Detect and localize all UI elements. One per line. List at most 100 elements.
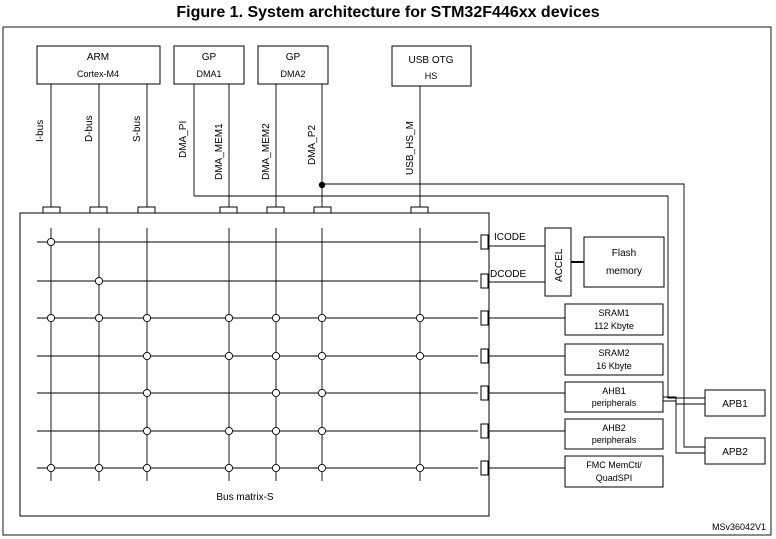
port-dbus xyxy=(89,206,108,214)
bus-matrix-label: Bus matrix-S xyxy=(216,492,274,503)
ahb2-line2: peripherals xyxy=(592,435,637,445)
node-dma-mem2-sram1 xyxy=(271,313,281,323)
node-dma-mem1-sram1 xyxy=(224,313,234,323)
port-ahb2 xyxy=(480,423,489,439)
dma-p2-junction-dot xyxy=(318,181,326,189)
sram1-box xyxy=(564,303,664,336)
node-dbus-sram1 xyxy=(94,313,104,323)
port-ahb1 xyxy=(480,385,489,401)
bus-label-dbus: D-bus xyxy=(84,115,95,142)
node-dma-mem1-fmc xyxy=(224,463,234,473)
fmc-line1: FMC MemCtl/ xyxy=(586,460,642,470)
node-sbus-sram1 xyxy=(142,313,152,323)
bus-label-usb-hs-m: USB_HS_M xyxy=(405,121,416,175)
node-dma-mem1-sram2 xyxy=(224,351,234,361)
outer-frame xyxy=(2,26,772,536)
node-dma-p2-ahb2 xyxy=(317,426,327,436)
port-sram2 xyxy=(480,348,489,364)
node-ibus-sram1 xyxy=(46,313,56,323)
port-sbus xyxy=(137,206,156,214)
port-dcode xyxy=(480,273,489,289)
port-dma-mem2 xyxy=(266,206,285,214)
dma1-line1: GP xyxy=(202,52,217,63)
dma2-line2: DMA2 xyxy=(280,69,305,79)
cortex-m4-box xyxy=(36,45,161,85)
apb1-box xyxy=(704,389,766,417)
figure-title: Figure 1. System architecture for STM32F… xyxy=(176,4,600,21)
node-usb-sram2 xyxy=(415,351,425,361)
node-dma-p2-ahb1 xyxy=(317,388,327,398)
fmc-line2: QuadSPI xyxy=(596,473,633,483)
node-ibus-fmc xyxy=(46,463,56,473)
sram2-box xyxy=(564,343,664,376)
dma2-box xyxy=(257,45,329,85)
cortex-m4-line2: Cortex-M4 xyxy=(77,69,119,79)
port-icode xyxy=(480,234,489,250)
dma2-line1: GP xyxy=(286,52,301,63)
ahb1-line2: peripherals xyxy=(592,398,637,408)
dma-p2-to-apb2-line xyxy=(322,183,705,448)
sram1-line2: 112 Kbyte xyxy=(594,321,634,331)
usb-otg-line1: USB OTG xyxy=(408,55,453,66)
port-sram1 xyxy=(480,310,489,326)
node-dbus-fmc xyxy=(94,463,104,473)
node-dma-p2-sram1 xyxy=(317,313,327,323)
node-sbus-ahb2 xyxy=(142,426,152,436)
sram2-line1: SRAM2 xyxy=(598,348,629,358)
node-sbus-ahb1 xyxy=(142,388,152,398)
node-dma-mem2-ahb1 xyxy=(271,388,281,398)
sram2-line2: 16 Kbyte xyxy=(596,361,632,371)
flash-line2: memory xyxy=(606,266,642,277)
figure-id-label: MSv36042V1 xyxy=(712,522,766,532)
accel-label: ACCEL xyxy=(554,248,565,282)
flash-line1: Flash xyxy=(612,248,636,259)
apb2-label: APB2 xyxy=(722,447,748,458)
sram1-line1: SRAM1 xyxy=(598,308,629,318)
ahb1-box xyxy=(564,381,664,413)
port-dma-p2 xyxy=(313,206,332,214)
node-dma-p2-sram2 xyxy=(317,351,327,361)
cortex-m4-line1: ARM xyxy=(87,52,109,63)
dma1-box xyxy=(173,45,245,85)
node-dbus-dcode xyxy=(94,276,104,286)
bus-label-dma-pi: DMA_PI xyxy=(178,121,189,158)
node-usb-sram1 xyxy=(415,313,425,323)
accel-box xyxy=(544,227,572,297)
bus-label-dma-mem2: DMA_MEM2 xyxy=(261,123,272,180)
ahb1-line1: AHB1 xyxy=(602,386,626,396)
node-dma-mem1-ahb2 xyxy=(224,426,234,436)
dma1-line2: DMA1 xyxy=(196,69,221,79)
ahb1-to-apb2-line xyxy=(663,400,705,454)
apb1-label: APB1 xyxy=(722,399,748,410)
dcode-label: DCODE xyxy=(490,269,526,280)
usb-otg-box xyxy=(391,45,472,87)
matrix-nodes xyxy=(46,237,425,473)
node-ibus-icode xyxy=(46,237,56,247)
ahb2-box xyxy=(564,418,664,450)
port-usb-hs-m xyxy=(410,206,429,214)
node-sbus-fmc xyxy=(142,463,152,473)
icode-label: ICODE xyxy=(494,232,526,243)
dma-pi-to-apb1-line xyxy=(194,195,705,399)
bus-label-ibus: I-bus xyxy=(35,120,46,142)
node-dma-mem2-ahb2 xyxy=(271,426,281,436)
bus-label-sbus: S-bus xyxy=(132,116,143,142)
bus-label-dma-p2: DMA_P2 xyxy=(307,125,318,165)
matrix-rows xyxy=(37,241,478,469)
bus-label-dma-mem1: DMA_MEM1 xyxy=(214,123,225,180)
port-dma-mem1 xyxy=(219,206,238,214)
apb2-box xyxy=(704,437,766,465)
node-sbus-sram2 xyxy=(142,351,152,361)
ahb1-to-apb1-line xyxy=(663,396,705,405)
ahb2-line1: AHB2 xyxy=(602,423,626,433)
node-dma-p2-fmc xyxy=(317,463,327,473)
flash-memory-box xyxy=(583,236,665,288)
port-ibus xyxy=(42,206,61,214)
node-dma-mem2-fmc xyxy=(271,463,281,473)
fmc-quadspi-box xyxy=(564,455,664,488)
usb-otg-line2: HS xyxy=(425,71,438,81)
port-fmc xyxy=(480,460,489,476)
node-usb-fmc xyxy=(415,463,425,473)
node-dma-mem2-sram2 xyxy=(271,351,281,361)
